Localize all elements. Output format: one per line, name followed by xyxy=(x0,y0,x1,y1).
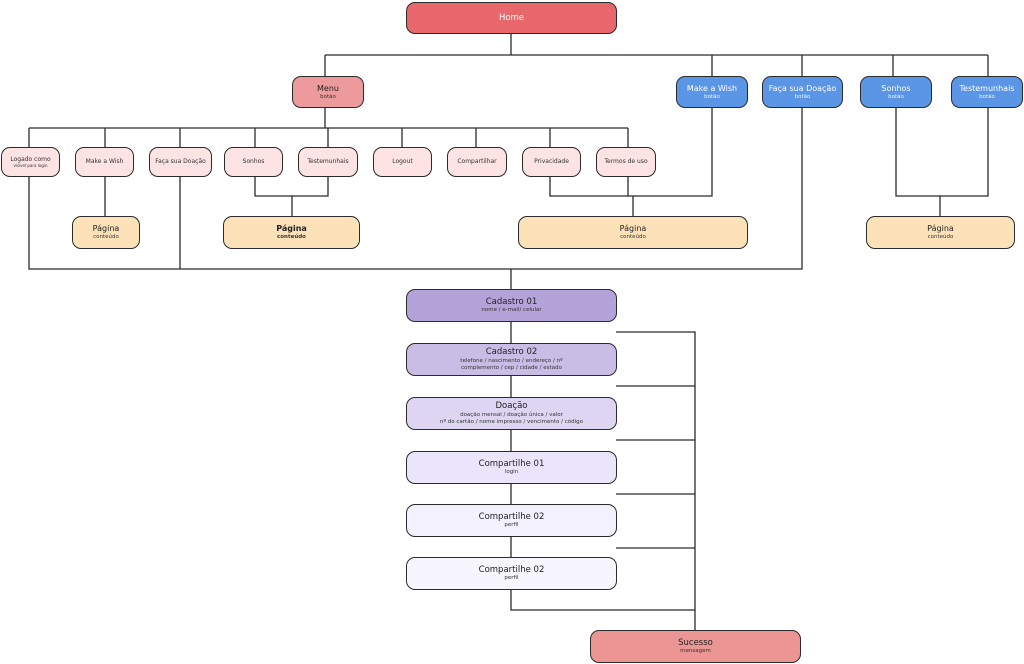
logado-como-sub: visível para login xyxy=(13,163,48,169)
page-title: Página xyxy=(276,224,307,234)
make-a-wish-button[interactable]: Make a Wish botão xyxy=(676,76,748,108)
cadastro-02-node[interactable]: Cadastro 02 telefone / nascimento / ende… xyxy=(406,343,617,376)
menu-item-label: Compartilhar xyxy=(457,158,497,166)
faca-sua-doacao-title: Faça sua Doação xyxy=(768,83,837,93)
menu-item-compartilhar[interactable]: Compartilhar xyxy=(447,147,507,177)
cadastro-01-node[interactable]: Cadastro 01 nome / e-mail/ celular xyxy=(406,289,617,322)
page-node-legal[interactable]: Página conteúdo xyxy=(518,216,748,249)
flow-title: Compartilhe 02 xyxy=(478,564,545,575)
page-sub: conteúdo xyxy=(93,234,119,241)
testemunhais-title: Testemunhais xyxy=(959,83,1015,93)
sucesso-node[interactable]: Sucesso mensagem xyxy=(590,630,801,663)
sonhos-button[interactable]: Sonhos botão xyxy=(860,76,932,108)
compartilhe-02-node[interactable]: Compartilhe 02 perfil xyxy=(406,504,617,537)
menu-item-testemunhais[interactable]: Testemunhais xyxy=(298,147,358,177)
flow-sub: perfil xyxy=(504,575,519,582)
page-title: Página xyxy=(619,224,647,234)
menu-item-label: Sonhos xyxy=(242,158,265,166)
flow-sub: perfil xyxy=(504,522,519,529)
menu-item-faca-sua-doacao[interactable]: Faça sua Doação xyxy=(149,147,212,177)
menu-item-logado-como[interactable]: Logado como visível para login xyxy=(1,147,60,177)
menu-item-sonhos[interactable]: Sonhos xyxy=(224,147,283,177)
menu-item-label: Termos de uso xyxy=(604,158,648,166)
faca-sua-doacao-button[interactable]: Faça sua Doação botão xyxy=(762,76,843,108)
sonhos-title: Sonhos xyxy=(881,83,911,93)
page-title: Página xyxy=(92,224,120,234)
make-a-wish-sub: botão xyxy=(704,93,720,100)
sucesso-sub: mensagem xyxy=(680,648,711,655)
flow-title: Doação xyxy=(495,401,528,412)
compartilhe-01-node[interactable]: Compartilhe 01 login xyxy=(406,451,617,484)
menu-item-label: Logout xyxy=(392,158,413,166)
menu-item-termos-de-uso[interactable]: Termos de uso xyxy=(596,147,656,177)
flow-title: Cadastro 01 xyxy=(485,296,538,307)
sucesso-title: Sucesso xyxy=(678,637,713,648)
menu-item-label: Make a Wish xyxy=(85,158,124,166)
faca-sua-doacao-sub: botão xyxy=(794,93,811,100)
page-title: Página xyxy=(927,224,954,234)
flow-sub: telefone / nascimento / endereço / nº co… xyxy=(460,357,563,371)
menu-item-label: Privacidade xyxy=(534,158,569,166)
logado-como-title: Logado como xyxy=(10,155,51,163)
page-sub: conteúdo xyxy=(927,234,954,241)
sonhos-sub: botão xyxy=(888,93,904,100)
flow-title: Compartilhe 01 xyxy=(478,458,545,469)
flow-sub: login xyxy=(504,469,519,476)
menu-title: Menu xyxy=(317,83,339,93)
flow-sub: doação mensal / doação única / valor nº … xyxy=(439,411,584,425)
menu-button[interactable]: Menu botão xyxy=(292,76,364,108)
home-title: Home xyxy=(498,12,525,23)
menu-item-logout[interactable]: Logout xyxy=(373,147,432,177)
page-node-sonhos-testemunhais-top[interactable]: Página conteúdo xyxy=(866,216,1015,249)
menu-item-make-a-wish[interactable]: Make a Wish xyxy=(75,147,134,177)
menu-item-label: Faça sua Doação xyxy=(155,158,206,166)
page-sub: conteúdo xyxy=(620,234,646,241)
testemunhais-sub: botão xyxy=(979,93,995,100)
flow-title: Compartilhe 02 xyxy=(478,511,545,522)
menu-sub: botão xyxy=(320,93,336,100)
home-node[interactable]: Home xyxy=(406,2,617,34)
compartilhe-02b-node[interactable]: Compartilhe 02 perfil xyxy=(406,557,617,590)
page-sub: conteúdo xyxy=(277,234,306,241)
make-a-wish-title: Make a Wish xyxy=(686,83,738,93)
page-node-make-a-wish[interactable]: Página conteúdo xyxy=(72,216,140,249)
doacao-node[interactable]: Doação doação mensal / doação única / va… xyxy=(406,397,617,430)
menu-item-privacidade[interactable]: Privacidade xyxy=(522,147,581,177)
menu-item-label: Testemunhais xyxy=(307,158,349,166)
flow-sub: nome / e-mail/ celular xyxy=(481,307,542,314)
page-node-sonhos-testemunhais[interactable]: Página conteúdo xyxy=(223,216,360,249)
flow-title: Cadastro 02 xyxy=(485,347,538,358)
testemunhais-button[interactable]: Testemunhais botão xyxy=(951,76,1023,108)
